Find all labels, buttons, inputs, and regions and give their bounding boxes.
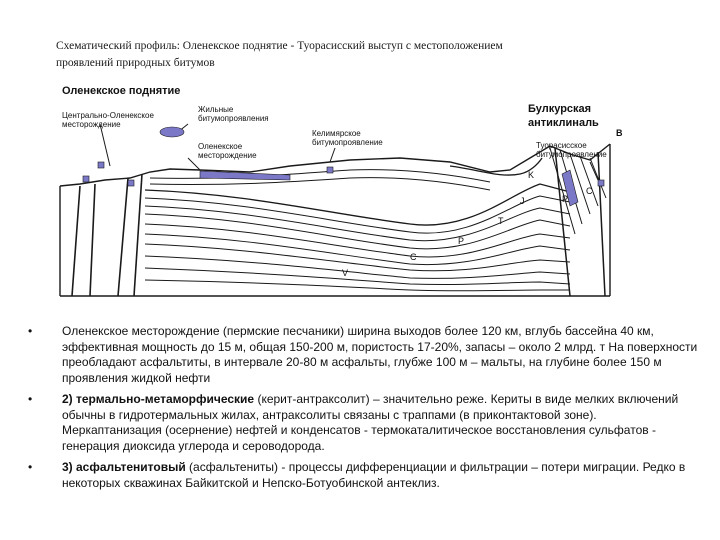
- label-bulkur-1: Булкурская: [528, 103, 591, 115]
- label-stratum-c-right: C: [586, 186, 593, 196]
- bullet-2-bold: 2) термально-метаморфические: [62, 392, 255, 406]
- bullet-marker: •: [28, 392, 33, 406]
- leader-line: [99, 123, 111, 167]
- label-vein-bitumen-1: Жильные: [198, 105, 234, 114]
- label-stratum-v: V: [342, 268, 348, 278]
- bullet-2-text: (керит-антраксолит) – значительно реже. …: [62, 392, 679, 453]
- label-olenek-field-1: Оленекское: [198, 142, 243, 151]
- bullet-3-text: (асфальтениты) - процессы дифференциации…: [62, 460, 686, 490]
- slide-title: Схематический профиль: Оленекское поднят…: [56, 38, 656, 72]
- geologic-profile-figure: Оленекское поднятие Центрально-Оленекско…: [50, 74, 650, 306]
- fault-line-1: [71, 185, 81, 297]
- topography-line: [59, 143, 611, 187]
- bullet-list: • Оленекское месторождение (пермские пес…: [28, 324, 698, 497]
- label-central-olenek-2: месторождение: [62, 120, 121, 129]
- strata-line: [144, 205, 571, 242]
- bullet-marker: •: [28, 324, 33, 338]
- fault-line-4: [133, 173, 143, 297]
- label-olenek-uplift: Оленекское поднятие: [62, 85, 180, 97]
- bitumen-marker: [597, 179, 605, 187]
- fault-line-2: [89, 183, 96, 297]
- label-tuoras-2: битумопроявление: [536, 150, 607, 159]
- label-vein-bitumen-2: битумопроявления: [198, 114, 269, 123]
- label-bulkur-2: антиклиналь: [528, 117, 599, 129]
- strata-line: [144, 243, 571, 272]
- bullet-item-1: • Оленекское месторождение (пермские пес…: [28, 324, 698, 386]
- label-tuoras-1: Туорасисское: [536, 141, 587, 150]
- anticline-fault: [554, 147, 571, 297]
- strata-line: [144, 233, 571, 266]
- label-kelimyar-2: битумопроявление: [312, 138, 383, 147]
- slide-title-line-1: Схематический профиль: Оленекское поднят…: [56, 40, 503, 52]
- olenek-field-bitumen-layer: [199, 170, 291, 181]
- label-stratum-k: K: [528, 170, 534, 180]
- bitumen-marker: [127, 179, 135, 187]
- bitumen-marker: [82, 175, 90, 183]
- slide-title-line-2: проявлений природных битумов: [56, 57, 215, 69]
- strata-line: [144, 195, 571, 234]
- strata-line: [144, 255, 571, 279]
- strata-line: [144, 213, 571, 250]
- leader-line: [329, 147, 336, 163]
- leader-line: [187, 157, 201, 171]
- bullet-marker: •: [28, 460, 33, 474]
- label-stratum-t: T: [498, 216, 504, 226]
- anticline-strata: [549, 147, 576, 235]
- bitumen-marker: [326, 166, 334, 174]
- bullet-item-2: • 2) термально-метаморфические (керит-ан…: [28, 392, 698, 454]
- label-kelimyar-1: Келимярское: [312, 129, 361, 138]
- bullet-item-3: • 3) асфальтенитовый (асфальтениты) - пр…: [28, 460, 698, 491]
- bitumen-marker: [97, 161, 105, 169]
- anticline-strata: [589, 157, 607, 199]
- anticline-fault: [597, 151, 606, 297]
- label-stratum-p: P: [458, 236, 464, 246]
- anticline-strata: [569, 153, 591, 215]
- label-central-olenek-1: Центрально-Оленекское: [62, 111, 154, 120]
- leader-line: [589, 161, 599, 181]
- anticline-bitumen-layer: [561, 169, 579, 207]
- cretaceous-lens: [449, 157, 543, 176]
- bitumen-vein-marker: [159, 126, 185, 138]
- label-stratum-j: J: [520, 196, 525, 206]
- label-stratum-p-right: P: [562, 194, 568, 204]
- label-point-b: B: [616, 128, 623, 138]
- strata-line: [144, 267, 571, 286]
- strata-line: [144, 183, 571, 226]
- label-stratum-c: C: [410, 252, 417, 262]
- fault-line-3: [117, 177, 129, 297]
- strata-line: [144, 279, 570, 292]
- strata-line: [144, 223, 571, 258]
- strata-line: [149, 177, 491, 191]
- bullet-3-bold: 3) асфальтенитовый: [62, 460, 186, 474]
- bullet-1-text: Оленекское месторождение (пермские песча…: [62, 324, 698, 385]
- label-olenek-field-2: месторождение: [198, 151, 257, 160]
- geologic-profile-svg: Оленекское поднятие Центрально-Оленекско…: [59, 85, 623, 297]
- anticline-strata: [579, 155, 599, 207]
